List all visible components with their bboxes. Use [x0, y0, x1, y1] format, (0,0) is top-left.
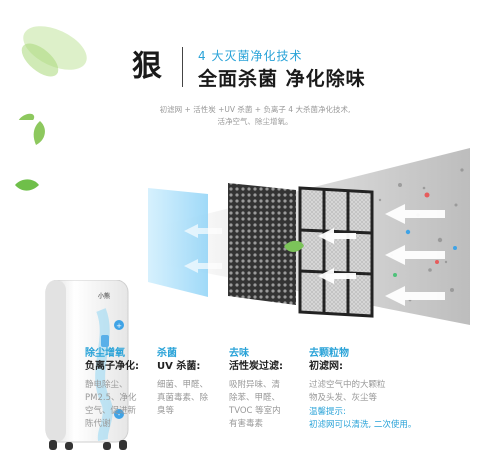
feature-description-line: 吸附异味、清: [229, 380, 281, 390]
feature-subtitle: 活性炭过滤:: [229, 361, 283, 372]
feature-description-line: 陈代谢: [85, 419, 111, 429]
air-purifier-illustration: + -: [45, 280, 129, 450]
feature-title: 去味: [229, 348, 249, 359]
feature-subtitle: 负离子净化:: [85, 361, 139, 372]
tip-text: 初滤网可以清洗, 二次使用。: [309, 420, 417, 430]
leaf-decoration-left: [15, 179, 39, 191]
feature-description: 吸附异味、清 除苯、甲醛、 TVOC 等室内 有害毒素: [229, 379, 303, 431]
feature-negative-ion: 除尘增氧 负离子净化: 静电除尘、 PM2.5、净化 空气、促进新 陈代谢: [85, 347, 157, 431]
feature-description-line: 除苯、甲醛、: [229, 393, 281, 403]
feature-description-line: TVOC 等室内: [229, 406, 281, 416]
feature-description-line: 有害毒素: [229, 419, 264, 429]
header-divider: [182, 47, 183, 87]
feature-subtitle: 初滤网:: [309, 361, 343, 372]
arrow-icon: [318, 268, 356, 284]
feature-description: 细菌、甲醛、 真菌毒素、除 臭等: [157, 379, 227, 418]
header-big-character: 狠: [132, 49, 162, 84]
filtration-diagram: [148, 148, 470, 325]
mesh-filter: [298, 186, 374, 318]
feature-description: 静电除尘、 PM2.5、净化 空气、促进新 陈代谢: [85, 379, 157, 431]
feature-title: 去颗粒物: [309, 348, 349, 359]
feature-uv: 杀菌 UV 杀菌: 细菌、甲醛、 真菌毒素、除 臭等: [157, 347, 227, 418]
svg-text:+: +: [116, 322, 122, 330]
arrow-icon: [385, 286, 445, 306]
header-description-line: 活净空气、除尘增氧。: [217, 117, 293, 126]
leaf-decoration-small: [33, 121, 45, 145]
feature-description-line: 空气、促进新: [85, 406, 137, 416]
feature-description-line: 臭等: [157, 406, 175, 416]
svg-text:-: -: [118, 411, 121, 419]
header-title: 全面杀菌 净化除味: [198, 68, 366, 90]
brand-logo: 小熊: [98, 293, 111, 300]
header-description-line: 初滤网 + 活性炭 +UV 杀菌 + 负离子 4 大杀菌净化技术,: [159, 105, 351, 114]
carbon-filter: [228, 183, 296, 305]
filtration-illustration: + - 小熊: [0, 130, 480, 450]
colored-particles: [393, 192, 457, 277]
feature-activated-carbon: 去味 活性炭过滤: 吸附异味、清 除苯、甲醛、 TVOC 等室内 有害毒素: [229, 347, 303, 431]
header-subtitle: 4 大灭菌净化技术: [198, 49, 303, 63]
arrow-icon: [184, 259, 222, 273]
header-description: 初滤网 + 活性炭 +UV 杀菌 + 负离子 4 大杀菌净化技术, 活净空气、除…: [150, 104, 360, 128]
arrow-icon: [385, 204, 445, 224]
feature-description-line: 静电除尘、: [85, 380, 128, 390]
leaf-decoration-top-left: [17, 26, 87, 120]
feature-description-line: 真菌毒素、除: [157, 393, 209, 403]
feature-description-line: 过滤空气中的大颗粒: [309, 380, 386, 390]
mesh-filter-grid: [299, 189, 373, 314]
uv-layer: [148, 188, 208, 297]
feature-description-line: 细菌、甲醛、: [157, 380, 209, 390]
air-purifier-device: + - 小熊: [43, 280, 133, 450]
feature-pre-filter: 去颗粒物 初滤网: 过滤空气中的大颗粒 物及头发、灰尘等 温馨提示: 初滤网可以…: [309, 347, 449, 432]
feature-title: 杀菌: [157, 348, 177, 359]
arrow-icon: [184, 224, 222, 238]
feature-description-line: 物及头发、灰尘等: [309, 393, 378, 403]
leaf-icon: [284, 240, 304, 252]
arrow-icon: [318, 228, 356, 244]
feature-title: 除尘增氧: [85, 348, 125, 359]
feature-subtitle: UV 杀菌:: [157, 361, 201, 372]
arrow-icon: [385, 245, 445, 265]
airflow-arrows: [184, 204, 445, 306]
tip-label: 温馨提示:: [309, 407, 346, 417]
feature-description: 过滤空气中的大颗粒 物及头发、灰尘等: [309, 379, 449, 405]
feature-description-line: PM2.5、净化: [85, 393, 137, 403]
